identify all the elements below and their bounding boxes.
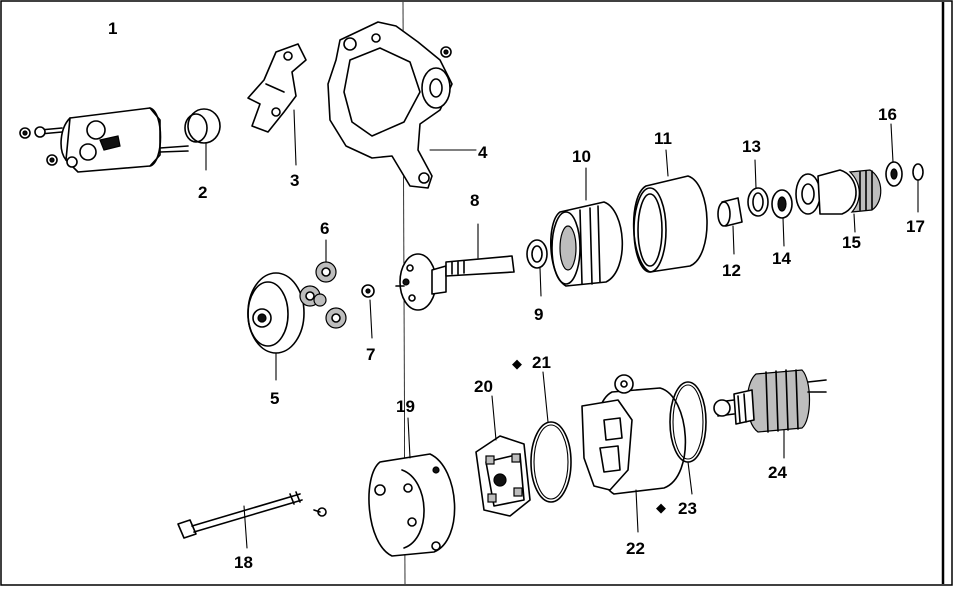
label-20: 20	[474, 377, 493, 396]
idle-gear-cylinder-part	[632, 149, 708, 273]
planetary-carrier-shaft-part	[395, 223, 515, 311]
label-5: 5	[270, 389, 279, 408]
retainer-part	[771, 189, 793, 247]
label-18: 18	[234, 553, 253, 572]
label-10: 10	[572, 147, 591, 166]
label-21: 21	[532, 353, 551, 372]
label-3: 3	[290, 171, 299, 190]
through-bolt-part	[177, 491, 327, 549]
label-22: 22	[626, 539, 645, 558]
commutator-end-frame-part	[368, 417, 456, 557]
planetary-gear-part	[299, 239, 347, 329]
clip-part	[912, 163, 924, 213]
label-6: 6	[320, 219, 329, 238]
starter-clutch-part	[550, 167, 624, 287]
starter-housing-cover-part	[247, 272, 305, 381]
drive-housing-part	[327, 21, 477, 189]
label-7: 7	[366, 345, 375, 364]
label-8: 8	[470, 191, 479, 210]
field-frame-yoke-part	[581, 374, 687, 533]
snap-ring-part	[747, 159, 769, 217]
pinion-gear-part	[795, 169, 882, 233]
label-1: 1	[108, 19, 117, 38]
label-13: 13	[742, 137, 761, 156]
non-reusable-mark-21: ◆	[512, 356, 522, 371]
magnetic-switch-part	[19, 107, 189, 173]
bearing-part	[717, 197, 743, 255]
label-12: 12	[722, 261, 741, 280]
non-reusable-mark-23: ◆	[656, 500, 666, 515]
label-19: 19	[396, 397, 415, 416]
label-9: 9	[534, 305, 543, 324]
armature-part	[713, 369, 827, 459]
o-ring-part	[530, 371, 572, 503]
part-number-labels: 1 2 3 4 5 6 7 8 9 10 11 12 13 14 15 16 1…	[108, 19, 925, 572]
brush-holder-part	[475, 395, 531, 517]
label-15: 15	[842, 233, 861, 252]
washer-part	[361, 284, 375, 339]
label-24: 24	[768, 463, 787, 482]
nut-part	[885, 123, 903, 187]
o-ring-yoke-part	[669, 381, 707, 495]
label-16: 16	[878, 105, 897, 124]
label-4: 4	[478, 143, 488, 162]
label-11: 11	[654, 129, 672, 148]
label-23: 23	[678, 499, 697, 518]
label-2: 2	[198, 183, 207, 202]
drive-lever-part	[247, 43, 307, 166]
label-14: 14	[772, 249, 791, 268]
thrust-washer-part	[526, 239, 548, 297]
label-17: 17	[906, 217, 925, 236]
boot-part	[184, 108, 221, 171]
